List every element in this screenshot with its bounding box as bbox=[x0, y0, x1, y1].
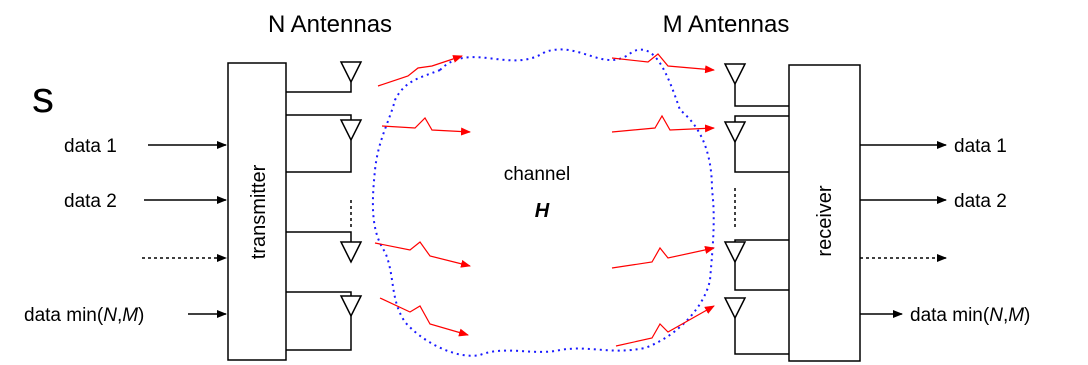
channel-label: channel bbox=[504, 164, 571, 185]
output-data-min: data min(N,M) bbox=[910, 305, 1030, 326]
tx-signal-4 bbox=[379, 297, 469, 337]
tx-antennas-label: N Antennas bbox=[268, 11, 392, 38]
rx-antenna-4 bbox=[723, 297, 747, 320]
output-data-2: data 2 bbox=[954, 191, 1007, 212]
rx-antenna-3 bbox=[723, 241, 747, 264]
rx-antennas-label: M Antennas bbox=[663, 11, 790, 38]
tx-antenna-2 bbox=[339, 119, 363, 142]
tx-signal-2 bbox=[381, 117, 471, 136]
tx-antenna-4 bbox=[339, 295, 363, 318]
rx-signal-1 bbox=[611, 53, 715, 74]
rx-antenna-1 bbox=[723, 63, 747, 86]
input-data-min: data min(N,M) bbox=[24, 305, 144, 326]
tx-antenna-feeds bbox=[286, 82, 352, 351]
receiver-label: receiver bbox=[814, 185, 836, 256]
tx-antenna-3 bbox=[339, 241, 363, 264]
rx-signal-2 bbox=[611, 114, 715, 133]
heading-fragment: s bbox=[32, 73, 54, 122]
input-data-1: data 1 bbox=[64, 136, 117, 157]
transmitter-label: transmitter bbox=[248, 164, 270, 259]
receiver-block bbox=[788, 64, 861, 362]
output-data-1: data 1 bbox=[954, 136, 1007, 157]
tx-signal-3 bbox=[374, 241, 471, 268]
transmitter-block bbox=[227, 62, 287, 361]
tx-signal-1 bbox=[377, 55, 463, 87]
rx-antenna-2 bbox=[723, 121, 747, 144]
input-data-2: data 2 bbox=[64, 191, 117, 212]
rx-signal-3 bbox=[611, 246, 715, 269]
channel-symbol: H bbox=[535, 200, 550, 222]
rx-signal-4 bbox=[615, 305, 715, 347]
tx-antenna-1 bbox=[339, 61, 363, 84]
